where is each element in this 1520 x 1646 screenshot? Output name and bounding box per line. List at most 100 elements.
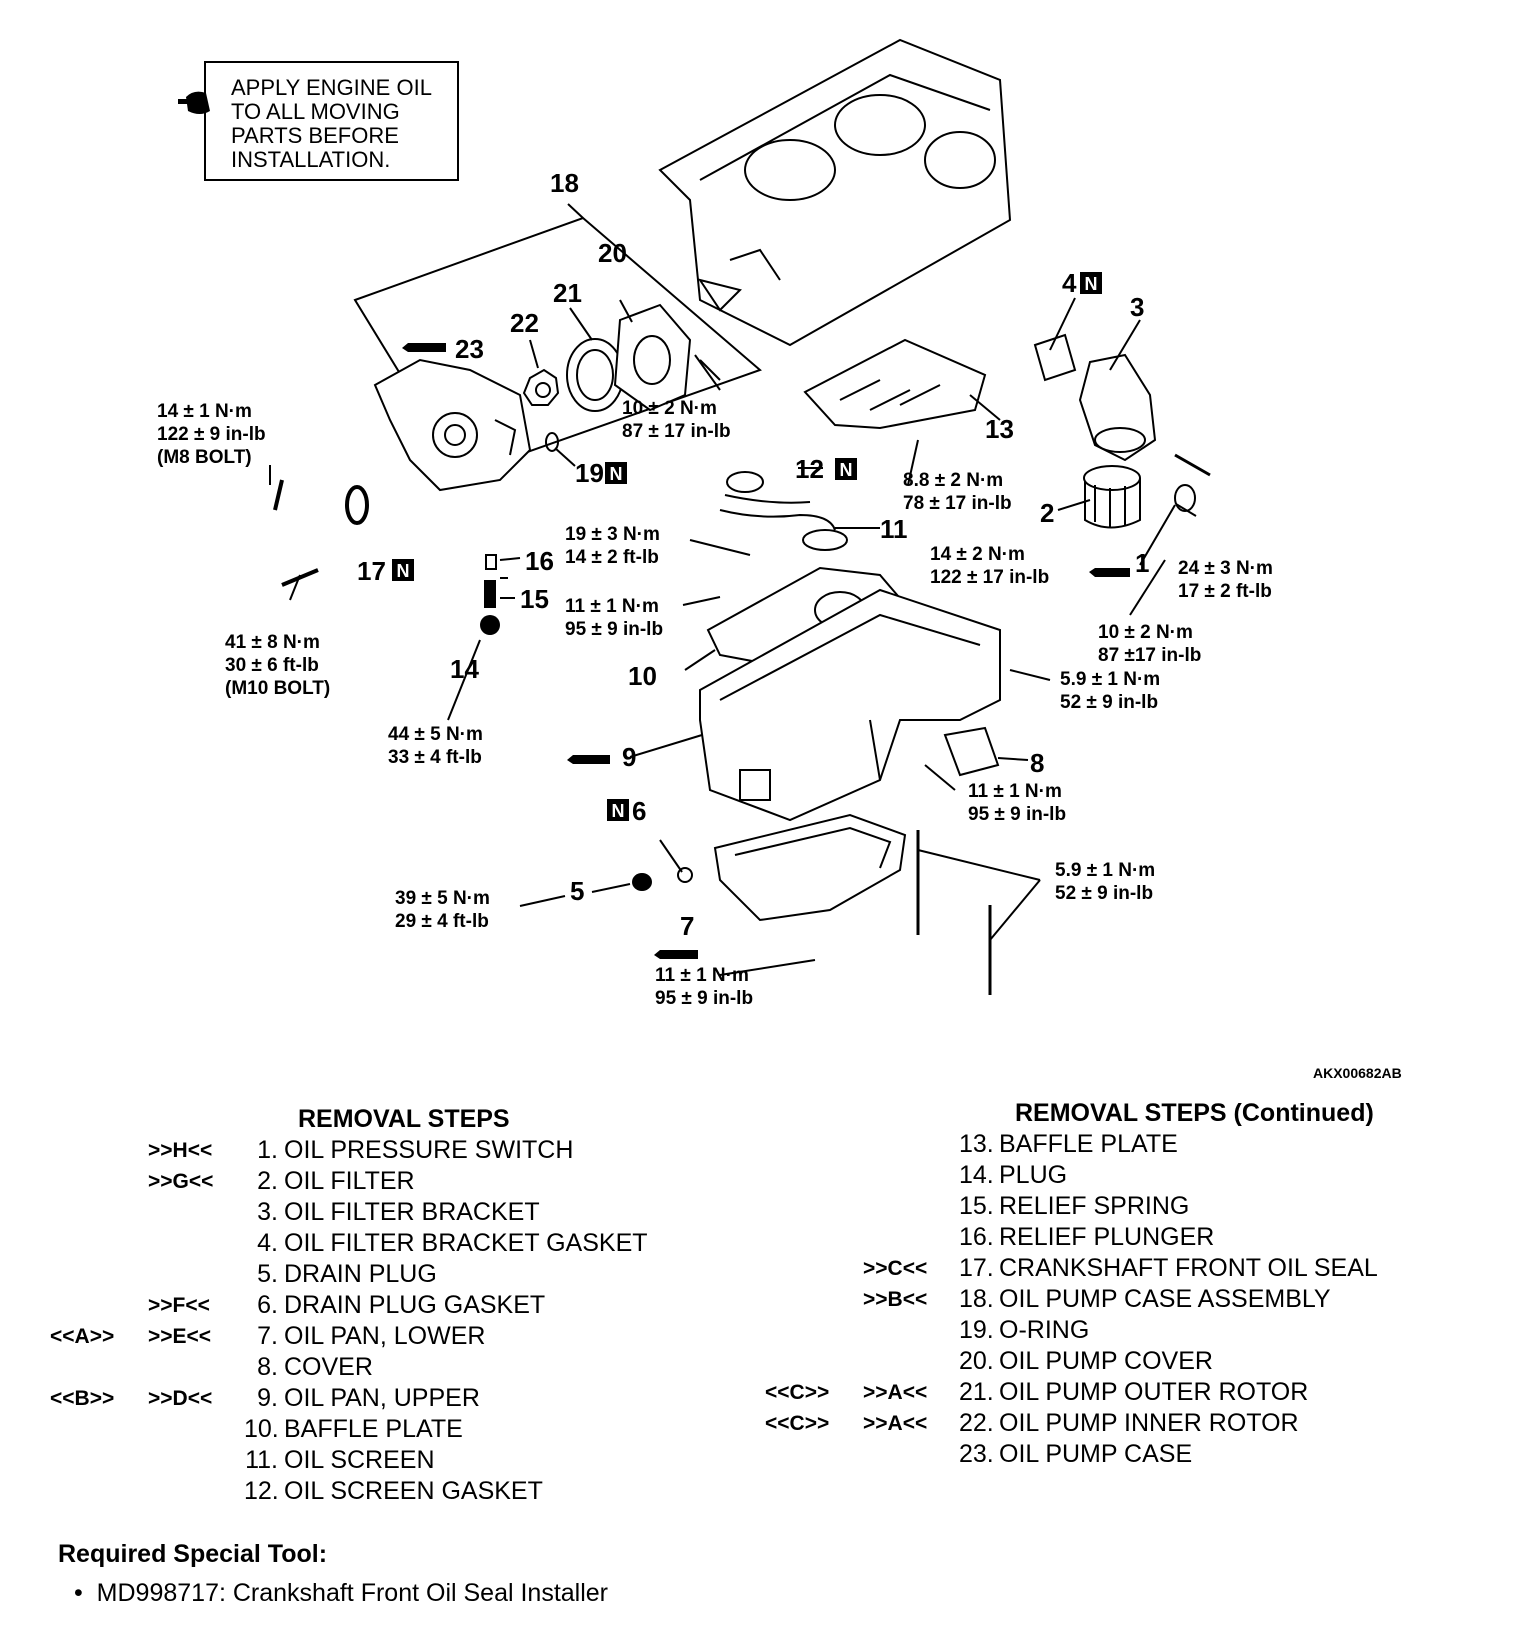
removal-mark: >>A<< [863, 1412, 928, 1435]
sealant-tube-7 [654, 950, 698, 959]
removal-mark [148, 1228, 244, 1259]
step-label: OIL PUMP INNER ROTOR [999, 1409, 1299, 1437]
step-row: 3.OIL FILTER BRACKET [50, 1197, 648, 1228]
installation-mark [50, 1414, 148, 1445]
step-number: 19. [959, 1316, 994, 1344]
callout-17: 17 [357, 556, 386, 586]
sealant-tube-1 [1089, 568, 1130, 577]
installation-mark [765, 1191, 863, 1222]
installation-mark [50, 1166, 148, 1197]
removal-mark [863, 1129, 959, 1160]
oil-pump-case [373, 358, 532, 492]
step-label: RELIEF SPRING [999, 1192, 1190, 1220]
inner-rotor [522, 368, 560, 406]
installation-mark [50, 1228, 148, 1259]
torque-cover8-line-2: 95 ± 9 in-lb [968, 804, 1066, 825]
step-number: 12. [244, 1477, 279, 1505]
removal-mark [863, 1191, 959, 1222]
removal-mark: >>E<< [148, 1325, 212, 1348]
installation-mark [765, 1160, 863, 1191]
step-row: <<C>>>>A<<21.OIL PUMP OUTER ROTOR [765, 1377, 1378, 1408]
n-badge-6: N [607, 799, 629, 821]
removal-mark [148, 1259, 244, 1290]
pump-cover [613, 303, 692, 412]
callout-9: 9 [622, 742, 636, 772]
callout-12: 12 [795, 454, 824, 484]
torque-lower7-line-2: 95 ± 9 in-lb [655, 988, 753, 1009]
oil-pressure-switch [1174, 484, 1197, 517]
step-row: 23.OIL PUMP CASE [765, 1439, 1378, 1470]
installation-mark [50, 1259, 148, 1290]
removal-mark: >>D<< [148, 1387, 213, 1410]
installation-mark [765, 1315, 863, 1346]
step-number: 1. [257, 1136, 278, 1164]
oil-filter [1083, 465, 1141, 529]
sealant-tube-9 [567, 755, 610, 764]
torque-baffle13-line-1: 8.8 ± 2 N·m [903, 470, 1003, 491]
n-badge-4: N [1080, 272, 1102, 294]
step-row: 12.OIL SCREEN GASKET [50, 1476, 648, 1507]
figure-id: AKX00682AB [1313, 1065, 1402, 1080]
removal-mark [148, 1445, 244, 1476]
torque-baffle13-line-2: 78 ± 17 in-lb [903, 493, 1012, 514]
torque-m10-line-3: (M10 BOLT) [225, 678, 330, 699]
bracket-bolt [1174, 453, 1211, 477]
step-number: 23. [959, 1440, 994, 1468]
o-ring [545, 432, 559, 452]
removal-mark: >>B<< [863, 1288, 928, 1311]
special-tool-title: Required Special Tool: [58, 1540, 328, 1568]
oil-filter-bracket [1078, 353, 1157, 462]
torque-switch-line-1: 10 ± 2 N·m [1098, 622, 1193, 643]
torque-lower-bolts-line-1: 5.9 ± 1 N·m [1055, 860, 1155, 881]
torque-screen-line-1: 19 ± 3 N·m [565, 524, 660, 545]
exploded-view-diagram: APPLY ENGINE OIL TO ALL MOVING PARTS BEF… [157, 38, 1402, 1080]
step-row: >>G<<2.OIL FILTER [50, 1166, 648, 1197]
installation-mark [50, 1476, 148, 1507]
step-label: DRAIN PLUG [284, 1260, 437, 1288]
torque-m8-line-2: 122 ± 9 in-lb [157, 424, 266, 445]
step-number: 13. [959, 1130, 994, 1158]
step-number: 6. [257, 1291, 278, 1319]
torque-upper-side-line-1: 5.9 ± 1 N·m [1060, 669, 1160, 690]
step-number: 2. [257, 1167, 278, 1195]
torque-specs: 14 ± 1 N·m 122 ± 9 in-lb (M8 BOLT) 41 ± … [157, 398, 1273, 1009]
installation-mark [50, 1197, 148, 1228]
step-row: 19.O-RING [765, 1315, 1378, 1346]
oil-pan-lower [713, 813, 907, 922]
step-number: 20. [959, 1347, 994, 1375]
step-number: 18. [959, 1285, 994, 1313]
step-number: 11. [245, 1446, 278, 1474]
installation-mark [765, 1346, 863, 1377]
torque-lower7-line-1: 11 ± 1 N·m [655, 965, 749, 986]
torque-plug14-line-2: 33 ± 4 ft-lb [388, 747, 482, 768]
callout-11: 11 [880, 514, 908, 544]
sealant-tube-23 [402, 343, 446, 352]
callout-2: 2 [1040, 498, 1054, 528]
relief-spring [484, 580, 496, 608]
removal-mark [148, 1197, 244, 1228]
n-badge-12: N [835, 458, 857, 480]
removal-steps-continued-heading: REMOVAL STEPS (Continued) [1015, 1099, 1374, 1127]
torque-cover8-line-1: 11 ± 1 N·m [968, 781, 1062, 802]
torque-cover-line-2: 87 ± 17 in-lb [622, 421, 731, 442]
installation-mark: <<C>> [765, 1381, 830, 1404]
torque-switch-line-2: 87 ±17 in-lb [1098, 645, 1201, 666]
step-label: OIL PUMP OUTER ROTOR [999, 1378, 1309, 1406]
callout-21: 21 [553, 278, 582, 308]
step-label: CRANKSHAFT FRONT OIL SEAL [999, 1254, 1378, 1282]
callouts: 1 2 3 4 5 6 7 8 9 10 11 12 13 14 15 16 1… [357, 168, 1149, 941]
step-number: 10. [244, 1415, 279, 1443]
torque-upper-side-line-2: 52 ± 9 in-lb [1060, 692, 1158, 713]
callout-22: 22 [510, 308, 539, 338]
torque-lower-bolts-line-2: 52 ± 9 in-lb [1055, 883, 1153, 904]
step-row: <<C>>>>A<<22.OIL PUMP INNER ROTOR [765, 1408, 1378, 1439]
callout-18: 18 [550, 168, 579, 198]
oil-pan-upper [699, 588, 1001, 822]
bullet: • [74, 1579, 83, 1607]
callout-13: 13 [985, 414, 1014, 444]
torque-m8-line-1: 14 ± 1 N·m [157, 401, 252, 422]
step-label: OIL FILTER BRACKET GASKET [284, 1229, 648, 1257]
bolt-m8 [273, 479, 284, 511]
step-row: <<A>>>>E<<7.OIL PAN, LOWER [50, 1321, 648, 1352]
installation-mark [50, 1352, 148, 1383]
